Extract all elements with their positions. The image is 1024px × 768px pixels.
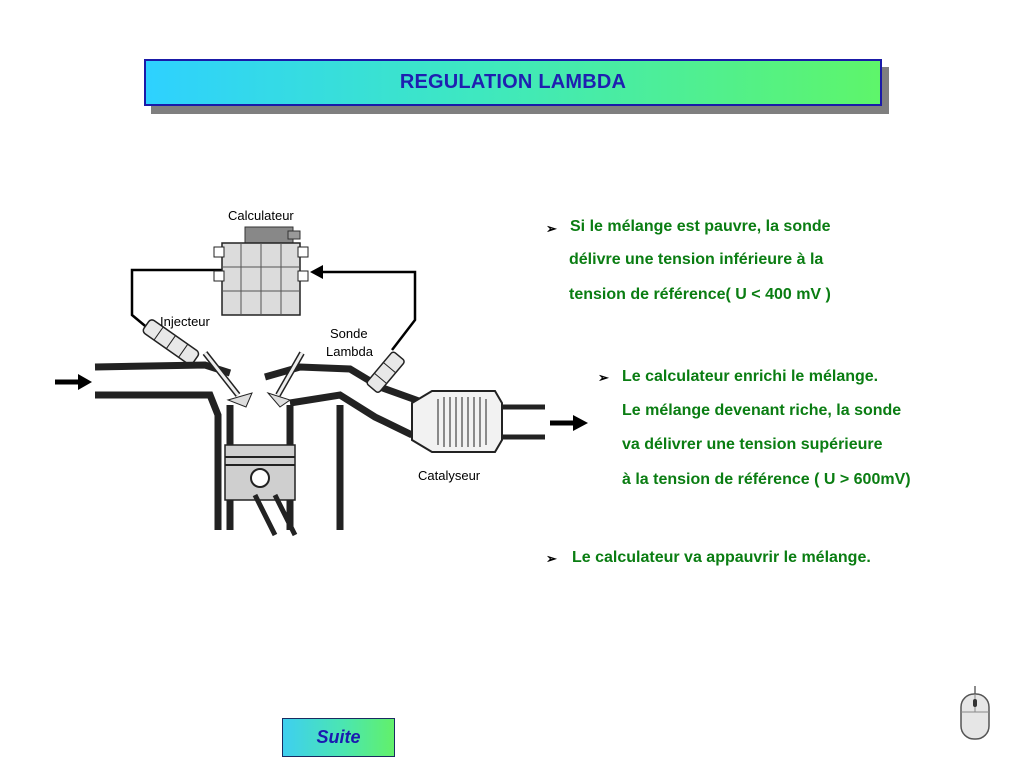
label-catalyseur: Catalyseur [418,468,481,483]
bullet-2-line-2: Le mélange devenant riche, la sonde [622,402,902,419]
label-sonde: Sonde [330,326,368,341]
suite-button[interactable]: Suite [282,718,395,757]
bullet-2-line-1: Le calculateur enrichi le mélange. [622,368,879,385]
sonde-lambda-sensor [366,351,405,393]
bullet-1-line-1: Si le mélange est pauvre, la sonde [570,218,831,235]
bullet-1-line-3: tension de référence( U < 400 mV ) [569,286,831,303]
piston [224,444,298,537]
bullet-marker-1: ➢ [546,221,557,236]
label-injecteur: Injecteur [160,314,211,329]
calculateur-ecu [213,226,309,316]
exhaust-pipe [502,404,545,440]
catalyseur-part [411,390,503,453]
label-lambda: Lambda [326,344,374,359]
exhaust-manifold [264,363,432,439]
title-banner: REGULATION LAMBDA [144,59,882,106]
exhaust-valve [266,351,305,408]
intake-flow-arrow [55,374,92,390]
wire-arrowhead [310,265,323,279]
suite-button-label: Suite [316,727,361,747]
wire-calculateur-injecteur [130,268,222,331]
injecteur-part [142,319,200,366]
bullet-3-line-1: Le calculateur va appauvrir le mélange. [572,549,871,566]
bullet-1-line-2: délivre une tension inférieure à la [569,251,824,268]
bullet-2-line-4: à la tension de référence ( U > 600mV) [622,471,911,488]
engine-diagram: Calculateur Injecteur Sonde Lamb [55,208,588,537]
wire-sonde-calculateur [315,270,417,351]
bullet-marker-3: ➢ [546,551,557,566]
label-calculateur: Calculateur [228,208,294,223]
exhaust-flow-arrow [550,415,588,431]
mouse-icon[interactable] [958,686,992,742]
page-title: REGULATION LAMBDA [399,71,627,93]
bullet-2-line-3: va délivrer une tension supérieure [622,436,883,453]
bullet-marker-2: ➢ [598,370,609,385]
intake-manifold [94,361,232,530]
intake-valve [202,351,253,408]
